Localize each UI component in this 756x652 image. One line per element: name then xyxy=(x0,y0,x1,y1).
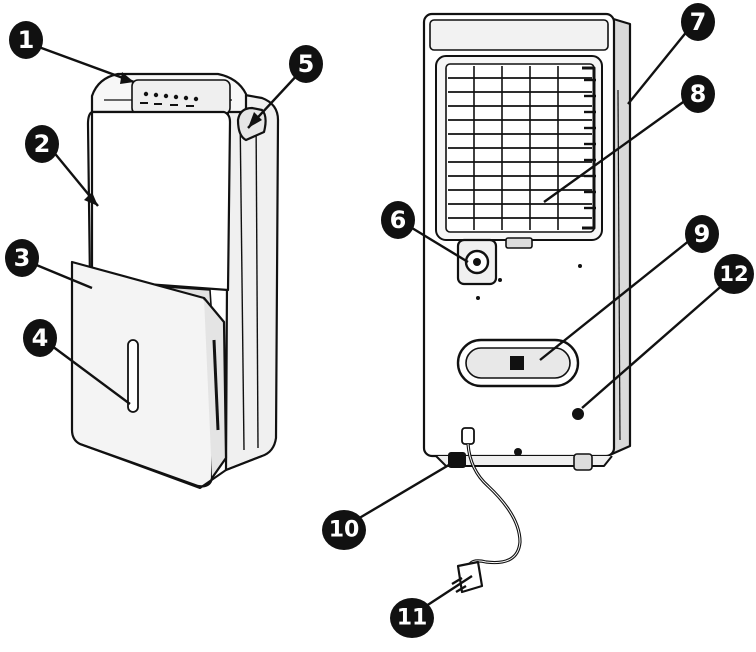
callout-12: 12 xyxy=(714,254,754,294)
power-cord-highlight xyxy=(467,443,521,569)
leader-line-11 xyxy=(419,574,473,612)
callout-11: 11 xyxy=(390,598,434,638)
leader-line-12 xyxy=(581,281,727,409)
callout-label: 9 xyxy=(694,220,711,248)
grille-ribs xyxy=(473,66,559,230)
rear-base xyxy=(435,455,613,467)
callout-label: 2 xyxy=(34,130,51,158)
callout-5: 5 xyxy=(289,45,323,83)
callouts: 1 2 3 4 5 6 7 8 xyxy=(5,3,754,638)
leader-line-1 xyxy=(35,44,135,84)
front-view-unit xyxy=(70,72,280,489)
plug-prong xyxy=(455,584,467,594)
callout-label: 4 xyxy=(32,324,49,352)
arrow-head-1 xyxy=(120,72,134,84)
callout-9: 9 xyxy=(685,215,719,253)
arrow-head-5 xyxy=(248,112,262,128)
side-groove-line xyxy=(239,109,245,451)
front-panel-edge xyxy=(86,111,93,283)
callout-label: 6 xyxy=(390,206,407,234)
callout-6: 6 xyxy=(381,201,415,239)
callout-label: 11 xyxy=(397,606,428,631)
front-side-panel xyxy=(224,90,280,472)
leader-lines xyxy=(33,29,727,612)
arrow-head-2 xyxy=(84,192,98,206)
callout-2: 2 xyxy=(25,125,59,163)
leader-line-3 xyxy=(33,262,93,290)
pump-drain-port xyxy=(572,408,584,420)
callout-8: 8 xyxy=(681,75,715,113)
callout-label: 7 xyxy=(690,8,707,36)
callout-10: 10 xyxy=(322,510,366,550)
rear-top-band xyxy=(429,19,609,51)
callout-1: 1 xyxy=(9,21,43,59)
drain-outlet-center xyxy=(473,258,481,266)
bucket-handle-slot xyxy=(212,339,220,431)
control-panel xyxy=(131,79,231,115)
callout-label: 10 xyxy=(329,518,360,543)
grille-release-tab xyxy=(505,237,533,249)
callout-7: 7 xyxy=(681,3,715,41)
grille-slats xyxy=(448,77,592,219)
callout-label: 12 xyxy=(719,262,748,286)
leader-line-7 xyxy=(627,29,689,105)
cord-outlet xyxy=(461,427,475,445)
water-level-window xyxy=(127,339,139,413)
leader-line-4 xyxy=(51,345,131,405)
leader-line-6 xyxy=(411,226,469,264)
callout-label: 3 xyxy=(14,244,31,272)
handle-divider xyxy=(510,356,524,370)
callout-4: 4 xyxy=(23,319,57,357)
unit-base xyxy=(79,443,263,489)
leader-line-8 xyxy=(543,99,687,203)
rear-view-unit xyxy=(422,12,632,594)
rear-wheel xyxy=(573,453,593,471)
rear-screws xyxy=(476,264,582,300)
leader-line-10 xyxy=(355,454,465,522)
side-groove-line xyxy=(255,111,259,449)
filter-edge-notches xyxy=(584,78,596,210)
base-screw xyxy=(514,448,522,456)
plug-prong xyxy=(451,576,463,586)
control-buttons xyxy=(140,91,199,107)
callout-3: 3 xyxy=(5,239,39,277)
front-panel xyxy=(90,110,232,292)
callout-label: 8 xyxy=(690,80,707,108)
leader-line-9 xyxy=(539,239,691,361)
water-bucket xyxy=(70,260,216,488)
filter-edge xyxy=(582,66,596,230)
callout-label: 5 xyxy=(298,50,315,78)
callout-label: 1 xyxy=(18,26,35,54)
